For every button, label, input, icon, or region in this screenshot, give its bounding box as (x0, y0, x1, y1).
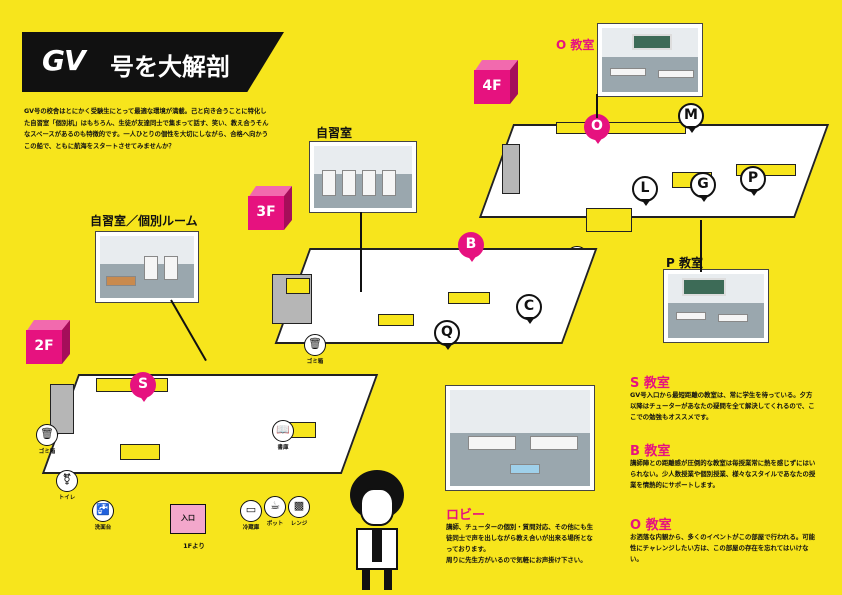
from-1f-label: 1Fより (183, 542, 205, 550)
floor-4f-badge: 4F (474, 60, 518, 104)
water-label: 洗面台 (94, 525, 112, 531)
b-room-title: B 教室 (630, 444, 671, 459)
pointer-line-2f (170, 299, 207, 362)
floor-2f-badge: 2F (26, 320, 70, 364)
books-icon: 📖 (272, 420, 294, 442)
o-room-title: O 教室 (630, 518, 672, 533)
o-room-description: お洒落な内観から、多くのイベントがこの部屋で行われる。可能性にチャレンジしたい方… (630, 533, 816, 563)
water-icon: 🚰 (92, 500, 114, 522)
lobby-photo (446, 386, 594, 490)
pot-icon: ☕ (264, 496, 286, 518)
pointer-line-o (596, 94, 598, 118)
microwave-label: レンジ (290, 521, 308, 527)
page-title: 号を大解剖 (110, 53, 230, 81)
floor-3f-plan (272, 234, 598, 364)
mascot-character (342, 470, 412, 592)
p-room-photo (664, 270, 768, 342)
books-label: 書庫 (277, 445, 289, 451)
toilet-label-2f: トイレ (58, 495, 76, 501)
entrance-stairs[interactable]: 入口 (170, 504, 206, 534)
floor-2f-label: 2F (34, 338, 54, 354)
entrance-label: 入口 (181, 514, 195, 522)
room-pin-c[interactable]: C (516, 294, 542, 324)
toilet-icon-2f: ⚧ (56, 470, 78, 492)
trash-label-2f: ゴミ箱 (38, 449, 56, 455)
fridge-label: 冷蔵庫 (242, 525, 260, 531)
room-pin-b[interactable]: B (458, 232, 484, 262)
lobby-description: 講師、チューターの個別・質問対応、その他にも生徒同士で声を出しながら教え合いが出… (446, 523, 593, 564)
pointer-line-p (700, 220, 702, 272)
room-pin-m[interactable]: M (678, 103, 704, 133)
floor-4f-label: 4F (482, 78, 502, 94)
floor-4f-plan (478, 104, 830, 244)
room-pin-s[interactable]: S (130, 372, 156, 402)
b-room-description: 講師陣との距離感が圧倒的な教室は毎授業常に熱を感じずにはいられない。少人数授業や… (630, 459, 816, 489)
pot-label: ポット (266, 521, 284, 527)
s-room-description: GV号入口から最短距離の教室は、常に学生を待っている。夕方以降はチューターがあな… (630, 391, 815, 421)
jishu-room-caption: 自習室 (316, 126, 353, 140)
trash-label-3f: ゴミ箱 (306, 359, 324, 365)
room-pin-g[interactable]: G (690, 172, 716, 202)
floor-3f-label: 3F (256, 204, 276, 220)
pointer-line-3f (360, 212, 362, 292)
room-pin-q[interactable]: Q (434, 320, 460, 350)
s-room-title: S 教室 (630, 376, 670, 391)
jishu-kobetsu-caption: 自習室／個別ルーム (90, 214, 198, 228)
intro-text: GV号の校舎はとにかく受験生にとって最適な環境が満載。己と向き合うことに特化した… (24, 108, 269, 150)
floor-3f-badge: 3F (248, 186, 292, 230)
gv-logo: GV (42, 44, 86, 77)
p-room-caption: P 教室 (666, 256, 703, 270)
trash-icon-3f: 🗑 (304, 334, 326, 356)
trash-icon-2f: 🗑 (36, 424, 58, 446)
o-room-photo (598, 24, 702, 96)
lobby-title: ロビー (446, 508, 486, 523)
title-banner: GV 号を大解剖 (22, 32, 284, 92)
jishu-kobetsu-photo (96, 232, 198, 302)
microwave-icon: ▩ (288, 496, 310, 518)
o-room-caption: O 教室 (556, 38, 595, 52)
room-pin-p[interactable]: P (740, 166, 766, 196)
fridge-icon: ▭ (240, 500, 262, 522)
room-pin-l[interactable]: L (632, 176, 658, 206)
jishu-room-photo (310, 142, 416, 212)
floor-2f-plan (40, 364, 379, 494)
